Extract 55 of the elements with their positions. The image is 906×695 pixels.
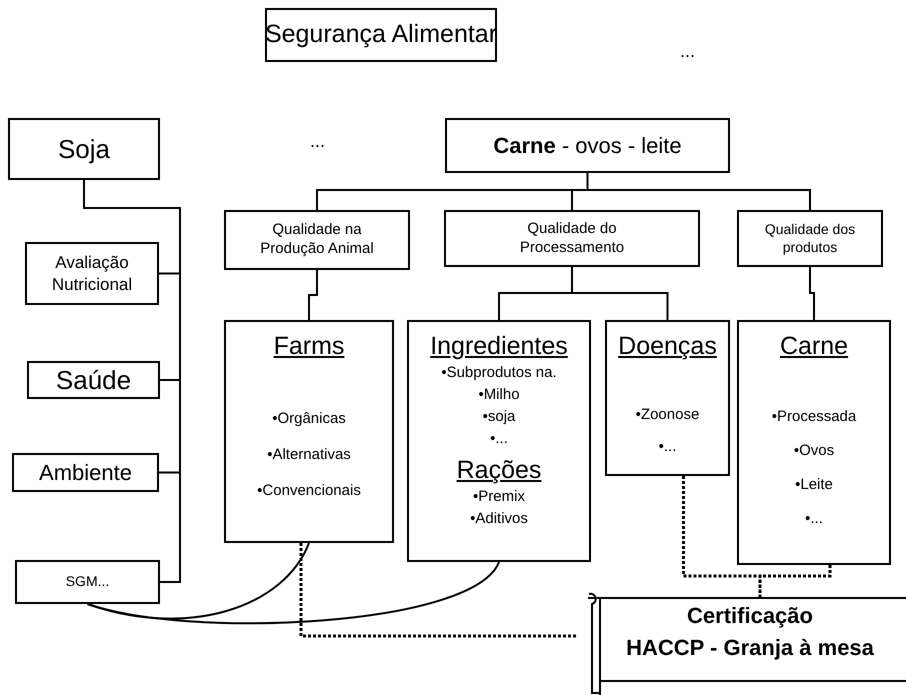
certification-title: HACCP - Granja à mesa xyxy=(625,634,875,662)
list-item: •... xyxy=(490,429,508,449)
dotted-connector xyxy=(300,543,578,638)
box-label: Segurança Alimentar xyxy=(264,19,498,50)
box-label: Avaliação Nutricional xyxy=(50,252,134,295)
box-label: Qualidade dos produtos xyxy=(764,221,856,256)
box-label: Saúde xyxy=(56,364,132,396)
category-box xyxy=(8,118,160,180)
list-item: •Milho xyxy=(478,385,520,405)
category-box xyxy=(25,242,159,305)
list-item: •Ovos xyxy=(794,441,834,461)
list-item: •Leite xyxy=(795,475,833,495)
list-item: •Processada xyxy=(772,407,856,427)
panel-heading: Carne xyxy=(780,331,848,362)
list-item: •Orgânicas xyxy=(272,409,346,429)
category-box xyxy=(737,210,883,267)
list-item: •Convencionais xyxy=(257,481,361,501)
panel-heading: Doenças xyxy=(618,331,717,362)
certification-title: Certificação xyxy=(686,602,814,630)
box-label: Soja xyxy=(58,132,110,166)
curved-connector xyxy=(87,561,500,624)
connector-line xyxy=(809,267,815,320)
dotted-connector xyxy=(682,476,762,598)
category-box xyxy=(27,361,160,399)
box-label: Ambiente xyxy=(39,458,132,486)
panel-heading: Ingredientes xyxy=(430,331,568,362)
ellipsis-note: ... xyxy=(680,40,696,63)
panel-heading: Rações xyxy=(456,455,542,486)
category-box xyxy=(444,210,700,267)
dotted-connector xyxy=(758,565,832,598)
box-label: Carne - ovos - leite xyxy=(493,132,682,160)
list-item: •Zoonose xyxy=(636,405,700,425)
list-item: •soja xyxy=(482,407,516,427)
category-panel xyxy=(224,320,394,543)
list-item: •Subprodutos na. xyxy=(441,363,557,383)
category-box xyxy=(445,118,730,173)
list-item: •Alternativas xyxy=(267,445,351,465)
category-box xyxy=(12,453,159,492)
category-box xyxy=(265,8,497,62)
ellipsis-note: ... xyxy=(310,130,326,153)
category-panel xyxy=(737,320,891,565)
box-label: SGM... xyxy=(66,573,110,591)
category-panel xyxy=(407,320,591,562)
box-label: Qualidade do Processamento xyxy=(518,220,626,258)
connector-line xyxy=(308,270,318,320)
box-label: Qualidade na Produção Animal xyxy=(259,221,375,259)
category-box xyxy=(15,560,160,604)
category-box xyxy=(224,210,410,270)
list-item: •... xyxy=(805,509,823,529)
list-item: •Premix xyxy=(473,487,525,507)
panel-heading: Farms xyxy=(274,331,344,362)
list-item: •... xyxy=(658,437,676,457)
connector-line xyxy=(586,173,811,210)
list-item: •Aditivos xyxy=(470,509,528,529)
category-panel xyxy=(605,320,730,476)
